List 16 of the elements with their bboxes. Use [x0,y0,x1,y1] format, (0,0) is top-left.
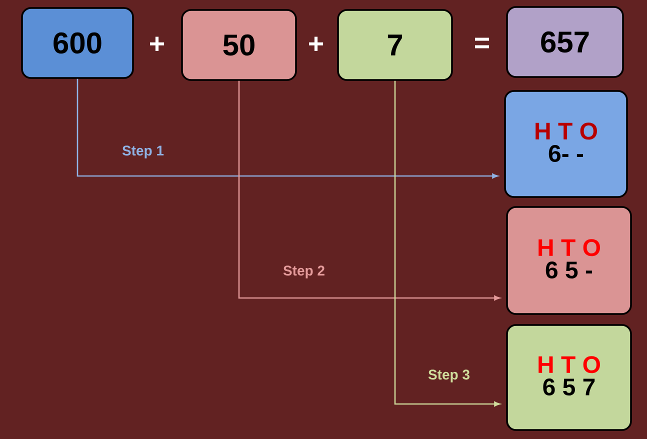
number-box: 50 [181,9,297,81]
edge-label: Step 3 [428,370,470,382]
arrow [394,80,500,407]
arrow [76,78,498,179]
number-box: 600 [21,7,134,79]
place-value-card: H T O 6 5 - [506,206,632,315]
operator-sign: + [150,36,164,52]
edge-label: Step 1 [122,146,164,158]
edge-label: Step 2 [283,266,324,278]
number-box: 7 [337,9,453,81]
operator-sign: + [309,36,324,52]
place-value-card: H T O 6 5 7 [506,324,632,431]
place-value-card: H T O 6- - [504,90,628,198]
number-box: 657 [506,6,624,78]
operator-sign: = [475,38,490,48]
arrow [238,80,500,301]
